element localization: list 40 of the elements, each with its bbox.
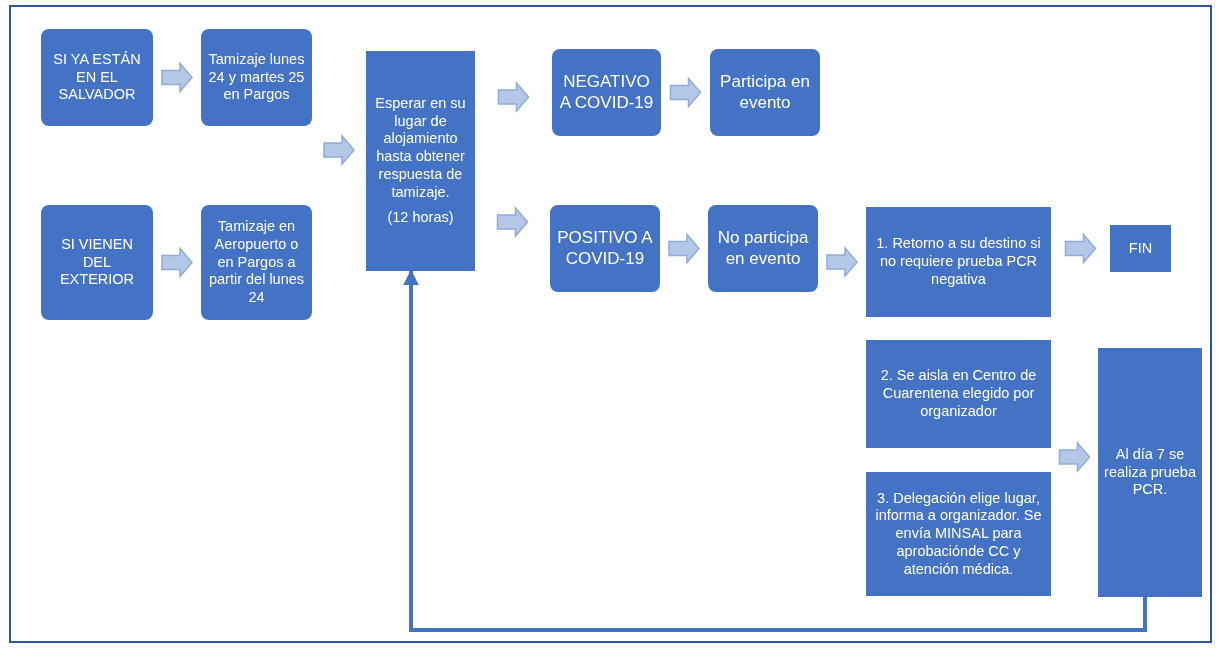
process-box (366, 51, 475, 271)
box-text: 1. Retorno a su destino si no requiere prueba PCR negativa (875, 235, 1042, 289)
process-box (1110, 225, 1171, 272)
box-text: FIN (1128, 239, 1153, 258)
box-text: SI VIENEN DEL EXTERIOR (58, 235, 136, 290)
process-box (41, 205, 153, 320)
process-box (866, 340, 1051, 448)
process-box (201, 205, 312, 320)
block-arrow (1058, 440, 1091, 474)
process-box (710, 49, 820, 136)
block-arrow (1064, 232, 1097, 265)
process-box (866, 207, 1051, 317)
box-text: Participa en evento (719, 71, 811, 114)
block-arrow (161, 246, 193, 279)
box-text: 3. Delegación elige lugar, informa a organizador. Se envía MINSAL para aprobaciónde CC y atención médica. (874, 489, 1043, 579)
block-arrow (323, 133, 355, 167)
process-box (552, 49, 661, 136)
box-text: (12 horas) (387, 209, 454, 227)
return-arrow (403, 269, 1147, 632)
process-box (201, 29, 312, 126)
box-text: Tamizaje lunes 24 y martes 25 en Pargos (207, 50, 306, 105)
block-arrow (826, 245, 858, 279)
box-text: SI YA ESTÁN EN EL SALVADOR (52, 50, 142, 105)
box-text: Al día 7 se realiza prueba PCR. (1103, 445, 1197, 500)
block-arrow (497, 80, 530, 114)
process-box (41, 29, 153, 126)
process-box (866, 472, 1051, 596)
box-text: NEGATIVO A COVID-19 (558, 71, 655, 114)
box-text: POSITIVO A COVID-19 (556, 227, 654, 270)
block-arrow (668, 232, 700, 265)
box-text: Tamizaje en Aeropuerto o en Pargos a partir del lunes 24 (207, 218, 306, 307)
process-box (550, 205, 660, 292)
box-text: No participa en evento (716, 227, 810, 270)
block-arrow (496, 205, 529, 239)
box-text: 2. Se aisla en Centro de Cuarentena elegido por organizador (879, 367, 1038, 421)
block-arrow (161, 61, 193, 94)
block-arrow (669, 76, 702, 109)
box-text: Esperar en su lugar de alojamiento hasta obtener respuesta de tamizaje. (374, 95, 467, 202)
process-box (1098, 348, 1202, 597)
process-box (708, 205, 818, 292)
